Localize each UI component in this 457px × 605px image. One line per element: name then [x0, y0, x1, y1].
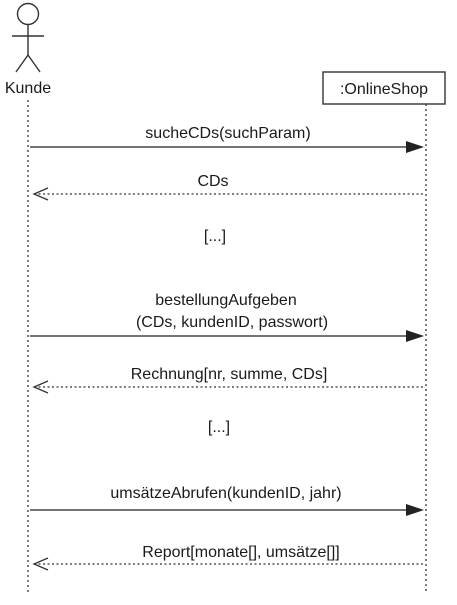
actor-right-leg: [27, 54, 41, 73]
message-label: sucheCDs(suchParam): [145, 125, 310, 142]
message-label: Report[monate[], umsätze[]]: [142, 544, 339, 561]
open-arrowhead: [32, 187, 49, 201]
actor-label: Kunde: [5, 80, 51, 97]
message-label: (CDs, kundenID, passwort): [136, 314, 328, 331]
actor-left-leg: [15, 54, 29, 73]
filled-arrowhead: [406, 330, 424, 342]
message-4: Rechnung[nr, summe, CDs]: [32, 366, 424, 394]
open-arrowhead: [32, 380, 49, 394]
object-box: [322, 71, 446, 105]
message-label: CDs: [197, 173, 228, 190]
message-label: umsätzeAbrufen(kundenID, jahr): [110, 485, 341, 502]
actor-head: [16, 2, 40, 26]
message-2: CDs: [32, 173, 424, 201]
message-3: bestellungAufgeben (CDs, kundenID, passw…: [30, 292, 424, 342]
filled-arrowhead: [406, 504, 424, 516]
ellipsis-label: [...]: [204, 228, 226, 245]
message-6: Report[monate[], umsätze[]]: [32, 544, 424, 571]
object-label: :OnlineShop: [340, 81, 428, 98]
object-onlineshop: :OnlineShop: [322, 71, 446, 105]
note-ellipsis-1: [...]: [204, 228, 226, 245]
message-label: Rechnung[nr, summe, CDs]: [131, 366, 328, 383]
message-1: sucheCDs(suchParam): [30, 125, 424, 153]
note-ellipsis-2: [...]: [208, 419, 230, 436]
actor-kunde: Kunde: [5, 2, 51, 97]
ellipsis-label: [...]: [208, 419, 230, 436]
message-label: bestellungAufgeben: [155, 292, 296, 309]
filled-arrowhead: [406, 141, 424, 153]
open-arrowhead: [32, 557, 49, 571]
message-5: umsätzeAbrufen(kundenID, jahr): [30, 485, 424, 516]
